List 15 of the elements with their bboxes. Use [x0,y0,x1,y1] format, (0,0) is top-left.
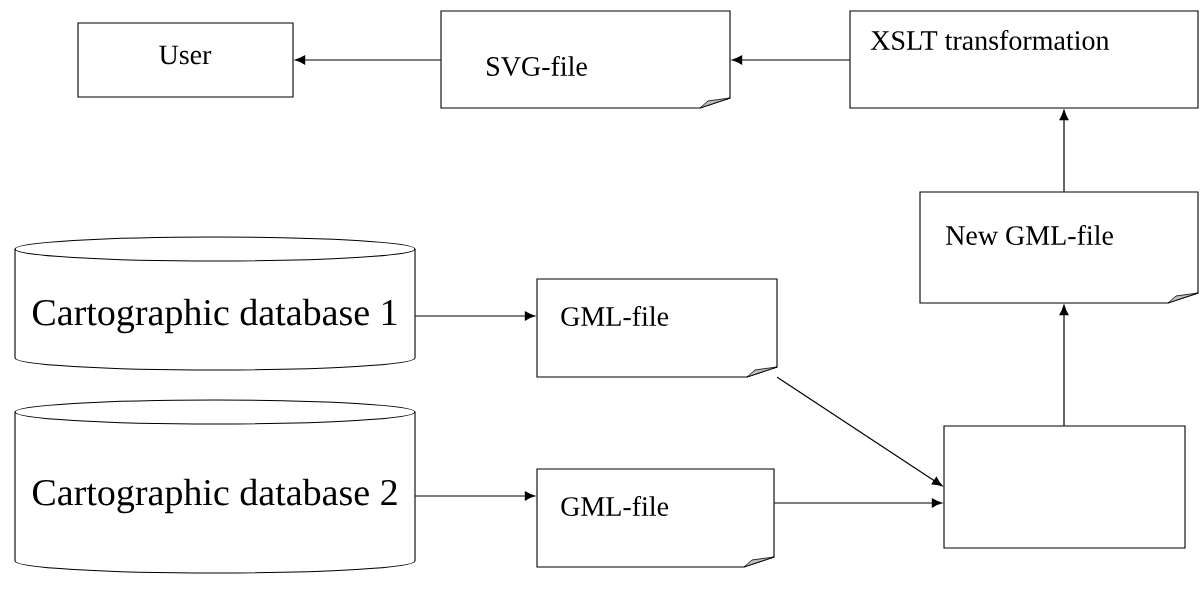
arrow [414,491,536,501]
database-cylinder: Cartographic database 1 [14,236,416,371]
arrow [294,55,442,65]
arrow [773,498,943,508]
node-label: Cartographic database 1 [32,298,397,334]
arrow [1059,109,1069,193]
process-box: User [77,22,294,98]
database-cylinder: Cartographic database 2 [14,399,416,574]
node-label: Cartographic database 2 [32,478,397,514]
arrow [414,311,536,321]
process-box: XSLT transformation [849,10,1199,109]
arrow [1059,304,1069,427]
process-box [943,425,1186,549]
arrow [776,376,943,487]
arrow [731,55,851,65]
